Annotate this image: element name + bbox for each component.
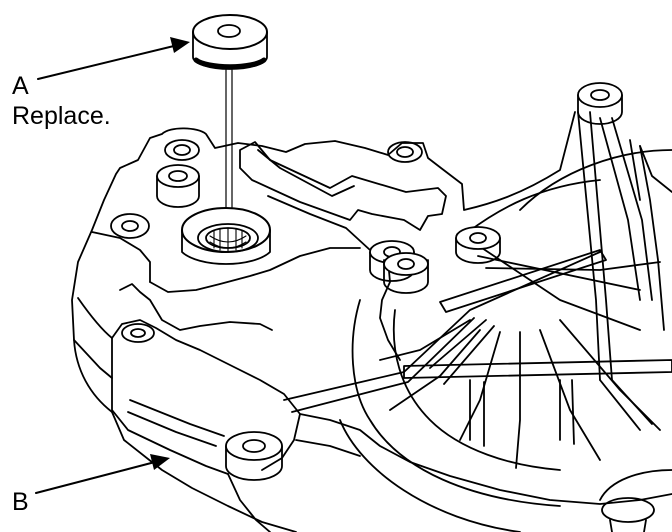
arrow-b-line [35,461,156,494]
callout-b-letter: B [12,488,29,516]
callout-a-letter: A [12,72,29,100]
rib-structure [283,111,672,532]
threaded-seat [181,207,271,265]
arrow-a-head [170,37,190,53]
arrow-a-line [37,44,179,80]
callout-a-note: Replace. [12,102,111,130]
seal-cap-part-a [192,14,268,217]
transmission-housing [71,82,672,532]
callout-arrows [35,37,190,494]
arrow-b-head [150,454,170,470]
